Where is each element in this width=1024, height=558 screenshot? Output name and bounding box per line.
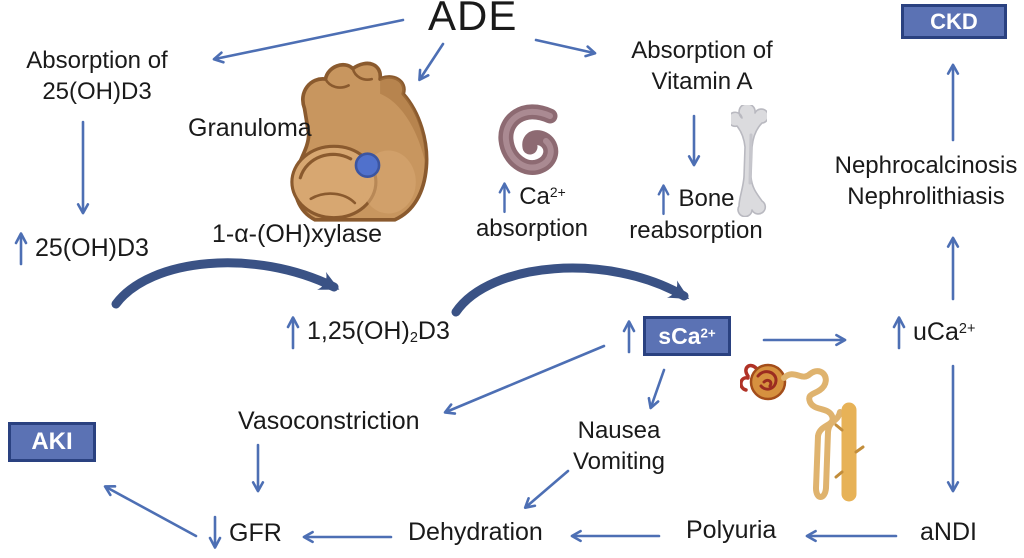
ckd-label: CKD — [930, 8, 978, 34]
node-xylase: 1-α-(OH)xylase — [212, 220, 383, 248]
node-25ohd3-increase: 25(OH)D3 — [14, 230, 149, 266]
node-25ohd3-label: 25(OH)D3 — [35, 233, 149, 262]
arc-25ohd3-to-125ohd3 — [111, 258, 340, 309]
increase-arrow-icon — [498, 182, 511, 214]
uca-label: uCa2+ — [913, 318, 975, 347]
node-nephrocalcinosis: Nephrocalcinosis Nephrolithiasis — [826, 151, 1024, 212]
sca-superscript: 2+ — [700, 324, 716, 340]
node-absorption-25ohd3: Absorption of 25(OH)D3 — [6, 46, 188, 107]
ca-superscript: 2+ — [549, 183, 566, 200]
increase-arrow-icon — [286, 316, 300, 350]
node-ade: ADE — [428, 0, 518, 39]
node-nausea-vomiting: Nausea Vomiting — [556, 416, 682, 477]
muscle-arm-icon — [290, 61, 429, 222]
arrow-ade-to-vitamin-a — [534, 38, 597, 58]
increase-arrow-icon — [14, 232, 28, 266]
bone-reabsorption-label: reabsorption — [629, 217, 763, 244]
ca-base: Ca — [519, 182, 550, 210]
absorption-25ohd3-line1: Absorption of — [26, 47, 168, 74]
absorption-25ohd3-line2: 25(OH)D3 — [42, 77, 152, 105]
ca-absorption-label: absorption — [475, 215, 589, 242]
sca-base: sCa — [658, 322, 701, 349]
nephron-icon — [740, 363, 865, 502]
node-vasoconstriction: Vasoconstriction — [238, 407, 420, 435]
bone-icon — [731, 105, 767, 217]
d125-suffix: D3 — [417, 317, 450, 346]
aki-label: AKI — [31, 428, 73, 455]
nephrolithiasis-label: Nephrolithiasis — [847, 182, 1005, 210]
gfr-label: GFR — [229, 518, 282, 547]
arrow-gfr-to-aki — [103, 485, 198, 538]
node-dehydration: Dehydration — [408, 518, 543, 546]
node-andi: aNDI — [920, 518, 977, 546]
sca-label: sCa2+ — [658, 323, 715, 350]
node-gfr-decrease: GFR — [208, 515, 282, 551]
node-125ohd3-increase: 1,25(OH)2D3 — [286, 314, 450, 350]
uca-superscript: 2+ — [958, 320, 976, 337]
vitamin-a-line1: Absorption of — [631, 37, 773, 64]
arrow-ade-to-absorption-25ohd3 — [212, 18, 405, 64]
node-ca-absorption: Ca2+ absorption — [462, 180, 602, 245]
intestine-icon — [498, 104, 559, 175]
increase-arrow-icon — [892, 316, 906, 350]
d125-subscript: 2 — [409, 330, 418, 347]
ca-label: Ca2+ — [519, 182, 566, 213]
aki-badge: AKI — [8, 422, 96, 462]
d125-base: 1,25(OH) — [307, 317, 410, 346]
node-granuloma: Granuloma — [188, 114, 312, 142]
uca-base: uCa — [913, 317, 959, 346]
node-bone-reabsorption: Bone reabsorption — [616, 182, 776, 247]
decrease-arrow-icon — [208, 515, 222, 549]
increase-arrow-icon — [622, 320, 636, 354]
nausea-label: Nausea — [577, 417, 661, 444]
node-absorption-vitamin-a: Absorption of Vitamin A — [618, 36, 786, 97]
node-uca-increase: uCa2+ — [892, 314, 975, 350]
bone-label: Bone — [678, 184, 735, 212]
node-sca-increase: sCa2+ — [622, 316, 731, 356]
arrow-sca-to-nausea — [647, 368, 666, 410]
node-polyuria: Polyuria — [686, 516, 777, 544]
sca-badge: sCa2+ — [643, 316, 731, 356]
arrow-sca-to-vasoconstriction — [443, 344, 606, 415]
arc-125ohd3-to-sca — [451, 263, 690, 317]
vomiting-label: Vomiting — [572, 447, 666, 475]
ckd-badge: CKD — [901, 4, 1007, 39]
node-125ohd3-label: 1,25(OH)2D3 — [307, 317, 450, 346]
increase-arrow-icon — [658, 184, 670, 216]
nephrocalcinosis-label: Nephrocalcinosis — [834, 152, 1018, 179]
vitamin-a-line2: Vitamin A — [651, 67, 753, 95]
